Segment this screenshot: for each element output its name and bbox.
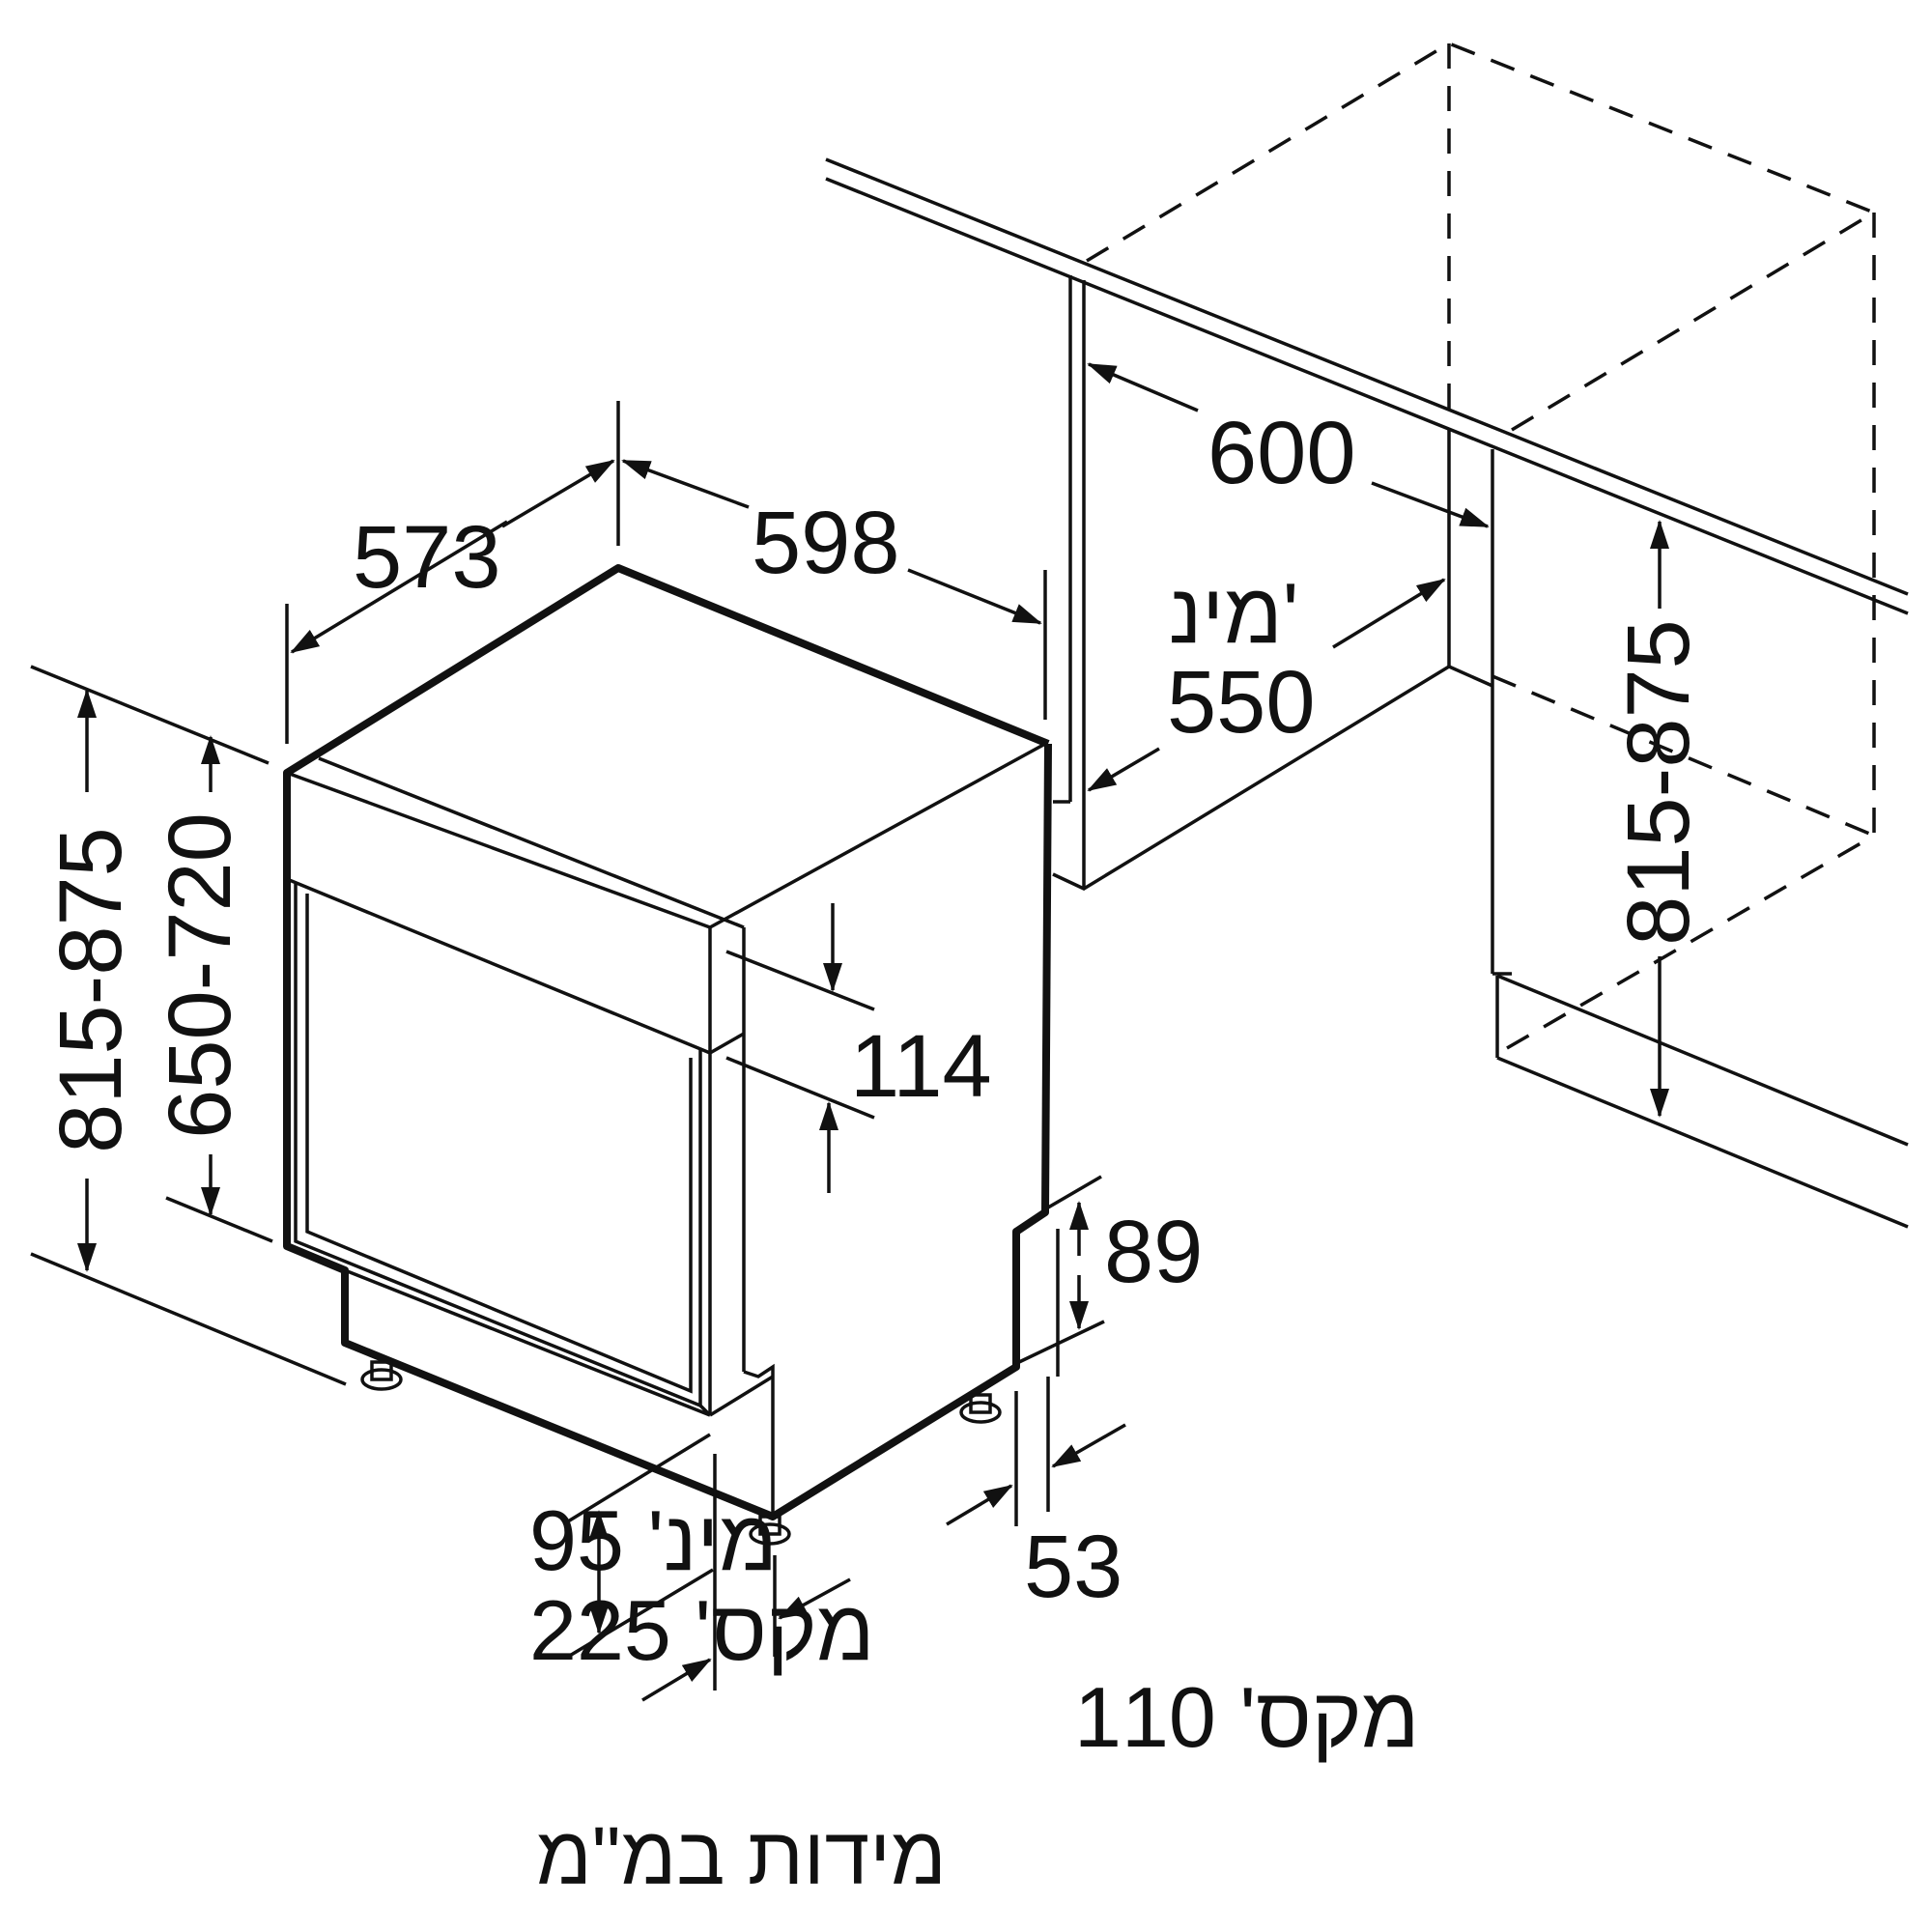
dim-panel-height: 114 <box>850 1017 992 1116</box>
dim-plinth-setback: 53 <box>1024 1518 1122 1616</box>
dim-plinth-adjust-min: מינ' 95 <box>529 1492 778 1588</box>
niche-outline <box>825 42 1909 1229</box>
dim-top-depth: 573 <box>353 508 501 607</box>
dim-niche-depth-min-label: מינ' <box>1169 565 1298 661</box>
dim-top-width: 598 <box>752 494 900 592</box>
dim-foot-offset: מקס' 110 <box>1074 1669 1419 1765</box>
dim-door-height: 650-720 <box>151 812 249 1139</box>
adjustable-feet <box>360 1360 1002 1546</box>
dim-plinth-adjust-max: מקס' 225 <box>529 1582 874 1678</box>
dim-niche-height: 815-875 <box>1609 619 1708 946</box>
dim-total-height-left: 815-875 <box>42 827 140 1153</box>
dim-niche-width: 600 <box>1208 404 1356 502</box>
dimension-lines <box>30 362 1669 1702</box>
dim-niche-depth: 550 <box>1167 653 1316 752</box>
dim-plinth-height: 89 <box>1104 1203 1203 1301</box>
units-caption: מידות במ"מ <box>536 1810 947 1901</box>
dishwasher-body <box>283 564 1052 1520</box>
